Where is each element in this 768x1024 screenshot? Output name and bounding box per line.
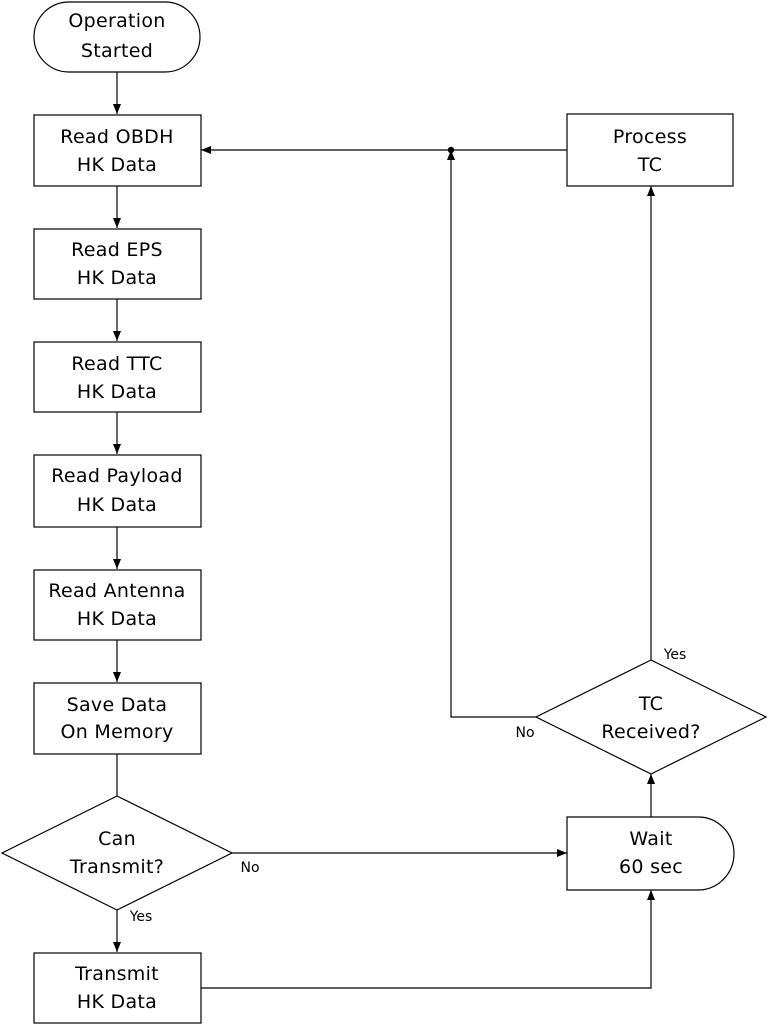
edge-label-can-transmit-no: No xyxy=(240,860,259,876)
node-process-tc: Process TC xyxy=(566,113,734,187)
node-label-line1: TC xyxy=(638,693,663,715)
node-label-line2: Transmit? xyxy=(69,856,164,878)
node-label-line2: HK Data xyxy=(77,154,157,176)
node-label-line1: Process xyxy=(613,126,687,148)
node-label-line2: 60 sec xyxy=(619,856,683,878)
node-label-line1: Read Payload xyxy=(51,465,182,487)
node-label-line1: Read EPS xyxy=(71,239,163,261)
decision-tc-received: TC Received? xyxy=(534,659,768,775)
node-transmit-hk-data: Transmit HK Data xyxy=(33,952,202,1024)
node-read-antenna: Read Antenna HK Data xyxy=(33,569,202,641)
node-label-line1: Transmit xyxy=(74,963,159,985)
node-save-data: Save Data On Memory xyxy=(33,682,202,755)
edge-transmit-to-wait xyxy=(201,890,655,989)
node-label-line1: Operation xyxy=(68,10,165,32)
node-operation-started: Operation Started xyxy=(33,1,201,73)
edge-label-tc-received-yes: Yes xyxy=(663,647,687,663)
node-label-line2: HK Data xyxy=(77,608,157,630)
node-read-payload: Read Payload HK Data xyxy=(33,454,202,528)
node-label-line1: Can xyxy=(98,828,136,850)
edge-tc-received-no xyxy=(447,150,536,718)
edge-label-tc-received-no: No xyxy=(515,725,534,741)
node-label-line2: HK Data xyxy=(77,494,157,516)
node-label-line1: Read Antenna xyxy=(48,580,185,602)
decision-can-transmit: Can Transmit? xyxy=(0,795,234,911)
node-read-ttc: Read TTC HK Data xyxy=(33,341,202,413)
node-label-line2: On Memory xyxy=(60,721,173,743)
node-label-line2: HK Data xyxy=(77,381,157,403)
junction-dot xyxy=(447,146,455,154)
edges xyxy=(113,72,655,989)
node-read-eps: Read EPS HK Data xyxy=(33,228,202,300)
node-label-line1: Read TTC xyxy=(71,353,162,375)
node-label-line1: Save Data xyxy=(67,694,168,716)
node-wait-delay: Wait 60 sec xyxy=(566,816,735,891)
node-label-line2: HK Data xyxy=(77,267,157,289)
node-label-line2: Started xyxy=(81,40,153,62)
edge-label-can-transmit-yes: Yes xyxy=(129,909,153,925)
node-label-line2: Received? xyxy=(601,721,700,743)
node-label-line2: HK Data xyxy=(77,991,157,1013)
node-label-line2: TC xyxy=(637,154,662,176)
node-label-line1: Wait xyxy=(629,828,672,850)
node-label-line1: Read OBDH xyxy=(60,126,173,148)
node-read-obdh: Read OBDH HK Data xyxy=(33,114,202,187)
